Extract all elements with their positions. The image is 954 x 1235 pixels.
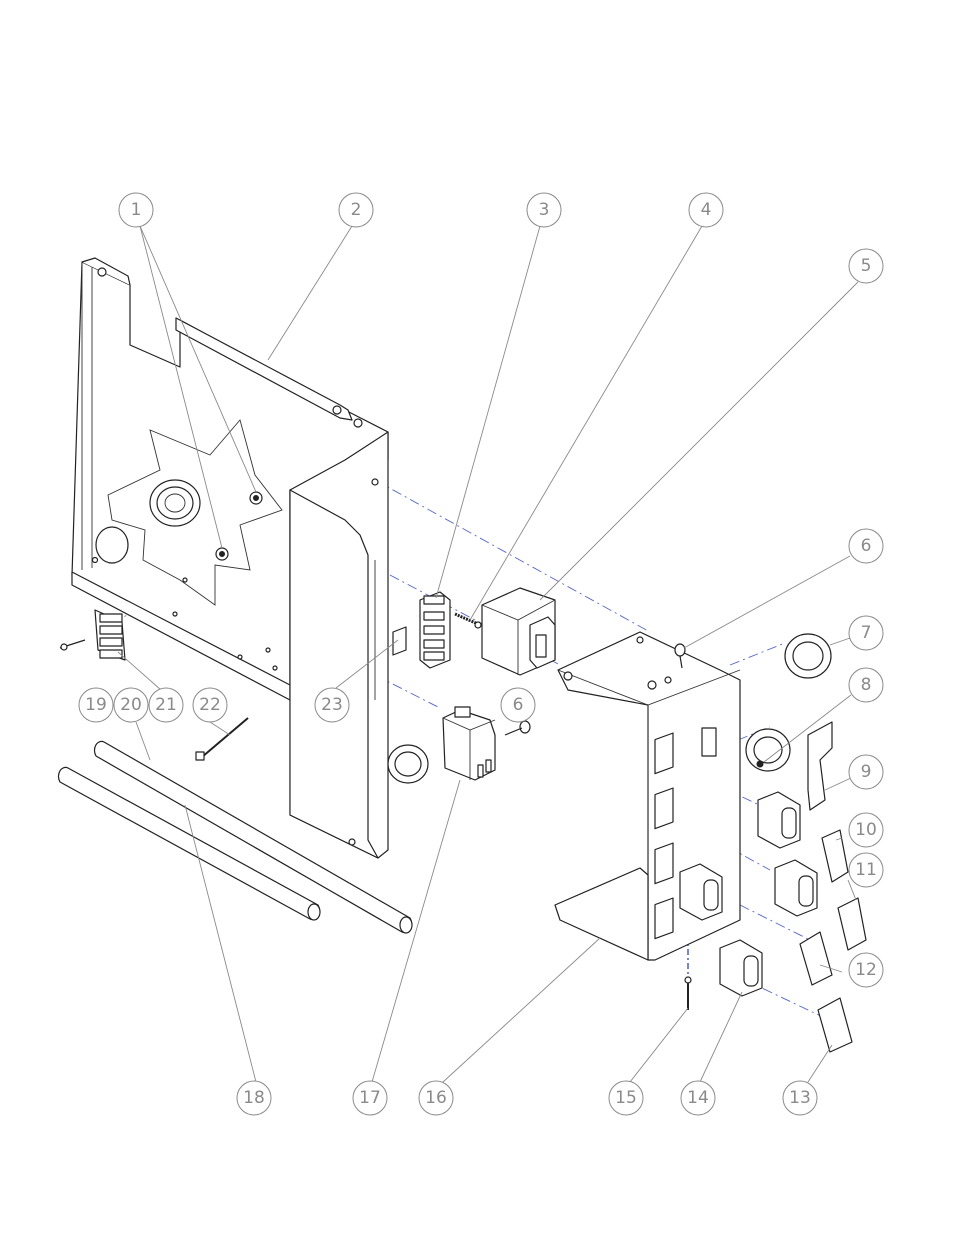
svg-text:7: 7 <box>861 623 872 643</box>
balloon-15: 15 <box>609 1081 643 1115</box>
balloon-8: 8 <box>849 668 883 702</box>
balloon-11: 11 <box>849 853 883 887</box>
screw-8 <box>757 761 763 767</box>
svg-text:17: 17 <box>359 1088 381 1108</box>
panel-side-channel <box>290 432 388 858</box>
balloon-14: 14 <box>681 1081 715 1115</box>
svg-text:11: 11 <box>855 860 877 880</box>
svg-text:20: 20 <box>120 695 142 715</box>
balloon-4: 4 <box>689 193 723 227</box>
balloon-13: 13 <box>783 1081 817 1115</box>
svg-text:23: 23 <box>321 695 343 715</box>
svg-text:6: 6 <box>861 536 872 556</box>
svg-text:6: 6 <box>513 695 524 715</box>
svg-text:9: 9 <box>861 762 872 782</box>
svg-text:2: 2 <box>351 200 362 220</box>
balloon-20: 20 <box>114 688 148 722</box>
svg-text:22: 22 <box>199 695 221 715</box>
terminal-strip <box>95 610 125 660</box>
balloon-12: 12 <box>849 953 883 987</box>
balloon-6-lower: 6 <box>501 688 535 722</box>
balloon-22: 22 <box>193 688 227 722</box>
screw-19 <box>60 640 85 650</box>
screw-6-lower <box>505 721 530 735</box>
balloon-6-upper: 6 <box>849 529 883 563</box>
svg-text:3: 3 <box>539 200 550 220</box>
balloon-21: 21 <box>149 688 183 722</box>
balloon-17: 17 <box>353 1081 387 1115</box>
cable-tie <box>196 718 248 760</box>
svg-text:1: 1 <box>131 200 142 220</box>
clip-bracket <box>808 722 832 810</box>
loose-grommet <box>388 745 428 783</box>
svg-text:19: 19 <box>85 695 107 715</box>
svg-text:15: 15 <box>615 1088 637 1108</box>
balloon-9: 9 <box>849 755 883 789</box>
transformer <box>482 588 555 675</box>
small-bracket <box>393 627 406 655</box>
balloon-19: 19 <box>79 688 113 722</box>
svg-text:18: 18 <box>243 1088 265 1108</box>
svg-text:10: 10 <box>855 820 877 840</box>
balloon-5: 5 <box>849 249 883 283</box>
balloon-16: 16 <box>419 1081 453 1115</box>
svg-text:14: 14 <box>687 1088 709 1108</box>
balloon-18: 18 <box>237 1081 271 1115</box>
svg-text:21: 21 <box>155 695 177 715</box>
balloon-3: 3 <box>527 193 561 227</box>
svg-text:16: 16 <box>425 1088 447 1108</box>
balloon-2: 2 <box>339 193 373 227</box>
balloon-7: 7 <box>849 616 883 650</box>
svg-text:5: 5 <box>861 256 872 276</box>
balloon-23: 23 <box>315 688 349 722</box>
relay <box>443 707 495 780</box>
balloon-1: 1 <box>119 193 153 227</box>
svg-text:8: 8 <box>861 675 872 695</box>
terminal-block <box>420 592 450 668</box>
pin-15 <box>685 977 691 1010</box>
svg-text:12: 12 <box>855 960 877 980</box>
balloon-10: 10 <box>849 813 883 847</box>
svg-text:4: 4 <box>701 200 712 220</box>
svg-text:13: 13 <box>789 1088 811 1108</box>
